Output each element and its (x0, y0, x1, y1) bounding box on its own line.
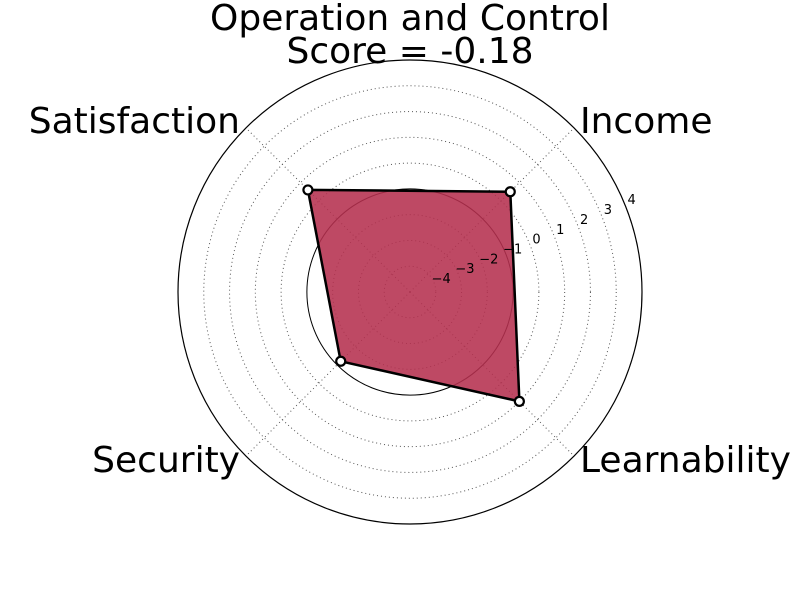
radial-tick-label: 4 (628, 193, 636, 208)
axis-labels: Income Learnability Security Satisfactio… (29, 101, 791, 481)
radial-tick-labels: −4 −3 −2 −1 0 1 2 3 4 (432, 193, 636, 287)
data-point-learnability (513, 395, 525, 407)
radial-tick-label: −4 (432, 272, 451, 287)
ring-gridline (280, 162, 540, 422)
chart-title: Operation and Control (210, 0, 610, 39)
axis-label-security: Security (92, 440, 240, 481)
series-area (306, 188, 521, 403)
ring-gridline (254, 136, 566, 448)
chart-subtitle: Score = -0.18 (286, 31, 533, 72)
axis-label-income: Income (580, 101, 712, 142)
radial-tick-label: −2 (479, 252, 498, 267)
radial-tick-label: −3 (455, 262, 474, 277)
data-point-income (504, 186, 516, 198)
axis-label-learnability: Learnability (580, 440, 791, 481)
axis-label-satisfaction: Satisfaction (29, 101, 240, 142)
ring-gridline (229, 111, 591, 473)
radial-tick-label: 0 (532, 233, 540, 248)
ring-gridline (203, 85, 617, 499)
data-point-satisfaction (302, 184, 314, 196)
data-point-security (335, 355, 347, 367)
series-layer (302, 184, 525, 407)
radial-tick-label: −1 (503, 243, 522, 258)
outer-frame (177, 59, 643, 525)
radial-tick-label: 3 (604, 203, 612, 218)
radial-tick-label: 2 (580, 213, 588, 228)
radial-gridline (245, 291, 411, 457)
radial-tick-label: 1 (556, 223, 564, 238)
